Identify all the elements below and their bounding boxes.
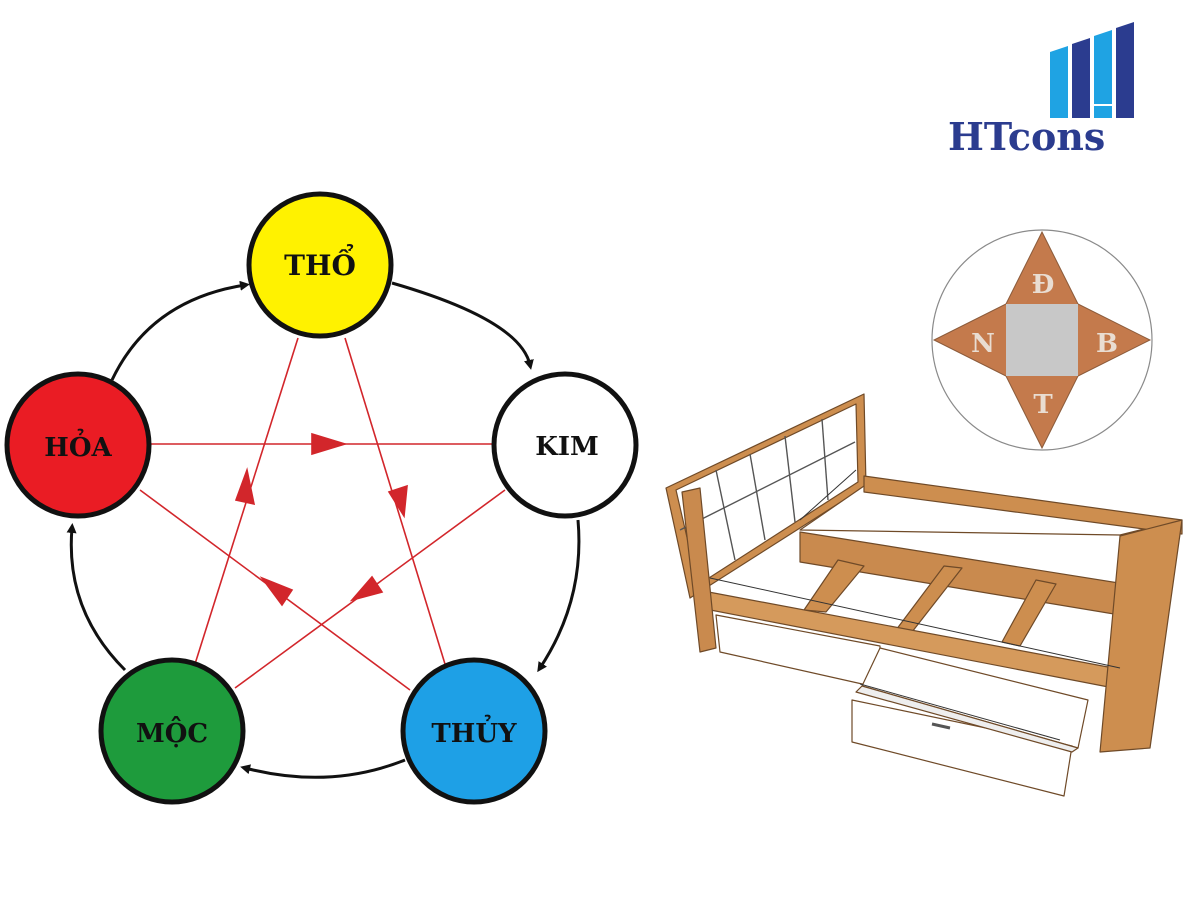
arrow-kim-thuy [537,519,581,673]
element-label-moc: MỘC [136,715,208,749]
logo-bars-icon [1050,22,1134,118]
compass-label-bottom: T [1033,390,1053,420]
element-label-kim: KIM [535,432,599,462]
arrow-hoa-tho [110,280,250,381]
wuxing-diagram: THỔ KIM THỦY MỘC HỎA [4,191,639,805]
red-arrow-tho-thuy [387,484,408,519]
compass: Đ N B T [931,229,1153,451]
bed-headboard [665,393,867,599]
bed-illustration [665,393,1183,797]
overcoming-cycle [139,337,506,691]
bed-left-post [681,487,717,653]
htcons-logo: HTcons [948,22,1134,159]
compass-label-right: B [1096,329,1118,359]
arrow-moc-hoa [66,523,127,672]
compass-label-top: Đ [1032,270,1055,300]
red-arrow-thuy-hoa [259,576,294,607]
element-hoa: HỎA [4,371,152,519]
generating-cycle [66,280,581,779]
element-kim: KIM [491,371,639,519]
arrow-thuy-moc [240,758,406,779]
element-thuy: THỦY [400,657,548,805]
bed-footboard [1099,519,1183,753]
bed-slats [803,559,1057,647]
element-moc: MỘC [98,657,246,805]
logo-text: HTcons [948,114,1105,159]
compass-label-left: N [971,329,995,359]
element-label-tho: THỔ [284,243,356,282]
bed-dimension-lines [709,469,1121,741]
compass-center [1006,304,1078,376]
arrow-tho-kim [391,281,534,370]
element-label-hoa: HỎA [44,428,112,463]
red-arrow-moc-tho [234,467,256,506]
element-label-thuy: THỦY [431,714,517,749]
red-arrow-kim-moc [349,575,384,602]
bed-right-rail [863,475,1183,535]
red-arrow-hoa-kim [311,432,348,456]
bed-drawer [851,647,1089,797]
element-tho: THỔ [246,191,394,339]
